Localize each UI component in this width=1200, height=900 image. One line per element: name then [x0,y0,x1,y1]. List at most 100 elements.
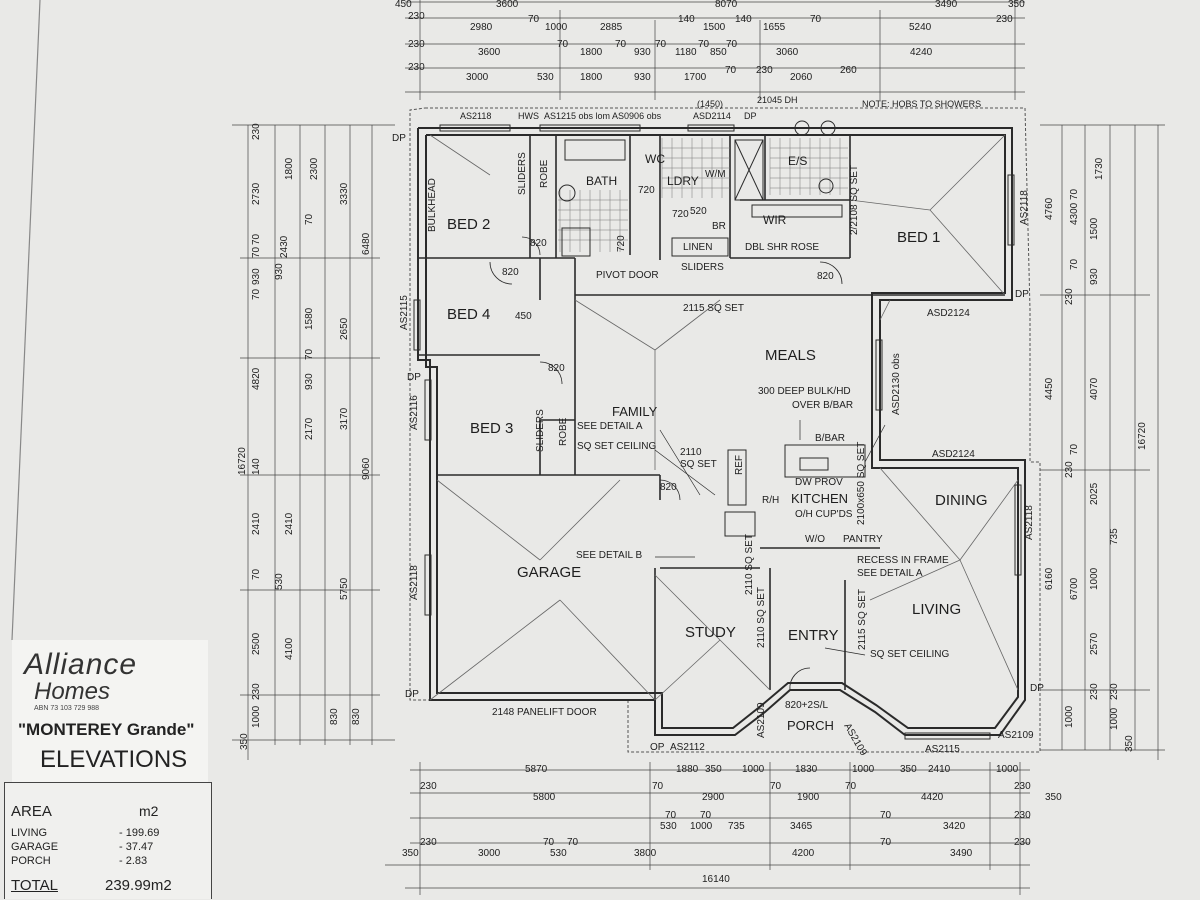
note-range-hood: R/H [762,495,780,506]
dim-left-2-10: 830 [329,708,340,725]
door-size-820-bed1: 820 [817,271,834,282]
dim-top-2-12: 4240 [910,47,933,58]
dim-right-2-0: 4300 [1069,202,1080,225]
room-label-garage: GARAGE [517,564,582,581]
dim-right-2-5: 1000 [1089,567,1100,590]
dim-bot-2-3: 2900 [702,792,725,803]
note-2110: 2110 [680,447,702,458]
area-row-label: PORCH [11,855,51,867]
dim-left-1-2: 70 [251,233,262,245]
dim-top-1-3: 1000 [545,22,568,33]
note-top-windows: AS1215 obs lom AS0906 obs [544,111,662,121]
dim-right-1-3: 230 [1064,461,1075,478]
dim-bot-1-0: 5870 [525,764,548,775]
room-label-linen: LINEN [683,242,713,253]
note-door-820: 820 [530,238,547,249]
dim-right-1-0: 4760 [1044,197,1055,220]
note-sq-set-2100: 2100x650 SQ SET [856,441,867,525]
dim-left-1-10: 70 [251,568,262,580]
note-window-as2109-a: AS2109 [756,702,767,738]
dim-top-1-9: 70 [810,14,822,25]
door-size-820-garage: 820 [660,482,677,493]
dim-bot-4-7: 4200 [792,848,815,859]
dim-bot-4-0: 350 [402,848,419,859]
room-label-bath: BATH [586,174,618,188]
dim-right-2-2: 930 [1089,268,1100,285]
dim-bot-4-9: 3490 [950,848,973,859]
area-schedule-table: AREA m2 LIVING - 199.69 GARAGE - 37.47 P… [4,782,212,899]
dim-bot-2-7: 4420 [921,792,944,803]
note-720-b: 720 [672,209,689,220]
dim-right-1-1: 230 [1064,288,1075,305]
note-sliders-bed2: SLIDERS [517,152,528,195]
note-window-as2115-left: AS2115 [399,295,410,330]
note-fridge: REF [734,455,745,475]
note-sliders-linen: SLIDERS [681,262,724,273]
dim-top-2-0: 230 [408,39,425,50]
dim-right-3-2: 70 [1069,258,1080,270]
room-label-meals: MEALS [765,347,816,364]
dim-right-3-0: 1730 [1094,157,1105,180]
dim-right-3-4: 735 [1109,528,1120,545]
note-op: OP [650,742,665,753]
note-window-as2115-bottom: AS2115 [925,744,960,755]
dim-left-1-9: 2410 [251,512,262,535]
dim-bot-3-6: 70 [880,810,892,821]
dim-left-3-6: 5750 [339,577,350,600]
dim-right-overall: 16720 [1137,422,1148,450]
dim-top-1-5: 140 [678,14,695,25]
room-label-kitchen: KITCHEN [791,491,849,506]
note-dp-left-bottom: DP [405,689,419,700]
note-dp-top: DP [744,111,757,121]
dim-bot-2-0: 230 [420,781,437,792]
note-wall-oven: W/O [805,534,825,545]
dim-top-2-6: 70 [655,39,667,50]
dim-left-2-5: 930 [304,373,315,390]
dim-top-2-11: 3060 [776,47,799,58]
dim-left-1-13: 1000 [251,705,262,728]
room-label-wc: WC [645,152,665,166]
note-window-asd2114: ASD2114 [693,111,731,121]
dim-bot-1-7: 2410 [928,764,951,775]
dim-right-2-3: 4070 [1089,377,1100,400]
note-dp-right-bottom: DP [1030,683,1044,694]
dim-left-1-6: 70 [251,288,262,300]
note-opening-450: 450 [515,311,532,322]
dim-bot-2-2: 70 [652,781,664,792]
dim-overall-width: 16140 [702,874,730,885]
dim-bot-1-4: 1830 [795,764,818,775]
dim-right-2-1: 1500 [1089,217,1100,240]
dim-left-3-7: 830 [351,708,362,725]
drawing-title: ELEVATIONS [40,746,188,773]
room-label-bed-4: BED 4 [447,306,491,323]
area-row-value: - 199.69 [119,827,160,839]
note-asd2124-mid: ASD2124 [932,449,975,460]
dim-top-1-10: 5240 [909,22,932,33]
dim-bot-2-6: 70 [845,781,857,792]
dim-top-1-2: 70 [528,14,540,25]
dim-top-1-11: 230 [996,14,1013,25]
room-label-study: STUDY [685,624,736,641]
dim-top-2-2: 70 [557,39,569,50]
dim-right-1-2: 4450 [1044,377,1055,400]
area-row: GARAGE - 37.47 [11,841,201,853]
area-heading: AREA [11,803,52,820]
note-wm: W/M [705,169,726,180]
dim-top-3-7: 230 [756,65,773,76]
note-hws: HWS [518,111,539,121]
note-dp-left-mid: DP [407,372,421,383]
dim-top-2-3: 1800 [580,47,603,58]
dim-left-3-3: 2650 [339,317,350,340]
dim-bot-3-5: 3465 [790,821,813,832]
dim-top-3-0: 230 [408,62,425,73]
dim-left-2-0: 1800 [284,157,295,180]
dim-top-1-1: 2980 [470,22,493,33]
dim-left-2-4: 70 [304,348,315,360]
note-dbl-shower-rose: DBL SHR ROSE [745,242,820,253]
dim-left-1-3: 2430 [279,235,290,258]
dim-top-0-0: 450 [395,0,412,10]
note-see-detail-a-2: SEE DETAIL A [857,568,923,579]
dim-bot-1-8: 1000 [996,764,1019,775]
note-window-as2118-right: AS2118 [1019,190,1030,225]
